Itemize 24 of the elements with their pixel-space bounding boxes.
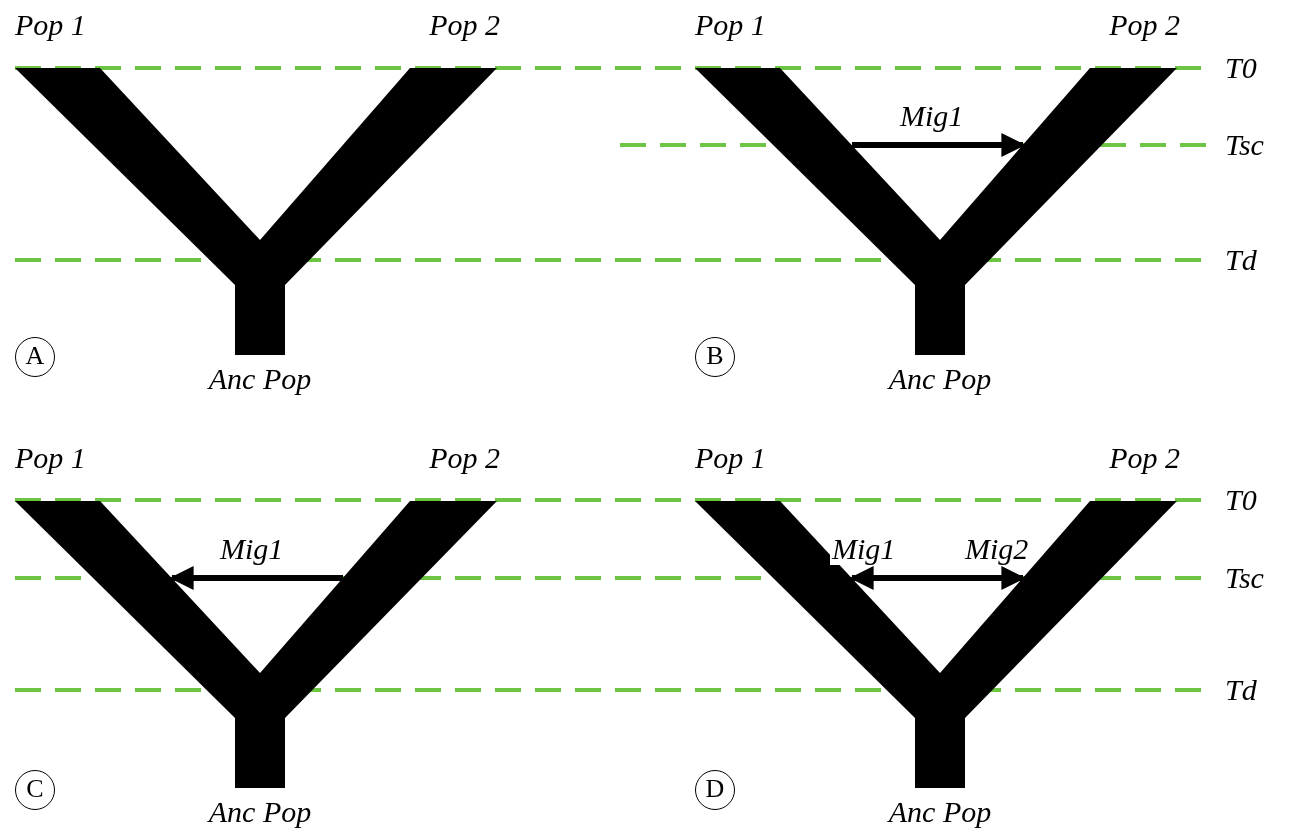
panel-letter: C	[15, 770, 55, 810]
time-label: Td	[1225, 243, 1257, 277]
migration-arrow	[852, 133, 1026, 157]
population-label: Anc Pop	[206, 795, 313, 829]
population-label: Anc Pop	[886, 362, 993, 396]
time-label: T0	[1225, 483, 1257, 517]
time-label: Td	[1225, 673, 1257, 707]
time-label: Tsc	[1225, 561, 1264, 595]
population-label: Pop 1	[695, 8, 766, 42]
population-label: Pop 2	[429, 8, 500, 42]
population-label: Pop 1	[15, 441, 86, 475]
panel-letter: D	[695, 770, 735, 810]
time-label: Tsc	[1225, 128, 1264, 162]
panel-letter: A	[15, 337, 55, 377]
population-label: Pop 2	[1109, 441, 1180, 475]
time-label: T0	[1225, 51, 1257, 85]
population-label: Pop 1	[15, 8, 86, 42]
population-label: Anc Pop	[206, 362, 313, 396]
population-label: Pop 1	[695, 441, 766, 475]
population-label: Pop 2	[1109, 8, 1180, 42]
migration-arrow	[169, 566, 343, 590]
population-label: Anc Pop	[886, 795, 993, 829]
population-label: Pop 2	[429, 441, 500, 475]
panel-letter: B	[695, 337, 735, 377]
